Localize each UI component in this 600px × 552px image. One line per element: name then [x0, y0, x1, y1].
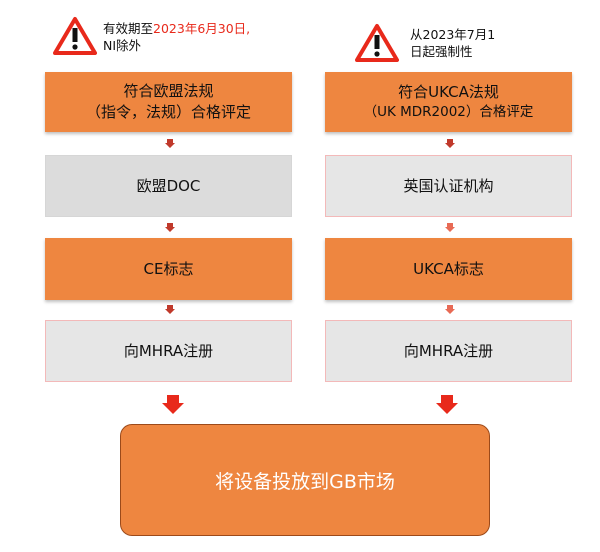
mhra-registration-label-right: 向MHRA注册 [403, 341, 494, 360]
validity-note-left-date: 2023年6月30日, [153, 21, 251, 36]
uk-notified-body-box: 英国认证机构 [325, 155, 572, 217]
arrow-down-icon [162, 395, 184, 414]
mandatory-note-right: 从2023年7月1 日起强制性 [410, 26, 495, 60]
eu-doc-label: 欧盟DOC [136, 176, 201, 195]
mandatory-note-right-line2: 日起强制性 [410, 44, 473, 59]
eu-doc-box: 欧盟DOC [45, 155, 292, 217]
gb-market-placement-label: 将设备投放到GB市场 [215, 470, 395, 493]
warning-triangle-icon [53, 17, 97, 55]
ukca-mark-box: UKCA标志 [325, 238, 572, 300]
ukca-conformity-line2: （UK MDR2002）合格评定 [363, 104, 534, 120]
ce-mark-label: CE标志 [143, 259, 194, 278]
eu-conformity-assessment-box: 符合欧盟法规 （指令，法规）合格评定 [45, 72, 292, 132]
arrow-down-icon [165, 223, 175, 232]
uk-notified-body-label: 英国认证机构 [403, 176, 494, 195]
arrow-down-icon [445, 223, 455, 232]
mandatory-note-right-line1: 从2023年7月1 [410, 27, 496, 42]
ukca-conformity-line1: 符合UKCA法规 [398, 83, 499, 101]
ukca-mark-label: UKCA标志 [413, 259, 484, 278]
ukca-conformity-assessment-box: 符合UKCA法规 （UK MDR2002）合格评定 [325, 72, 572, 132]
arrow-down-icon [165, 305, 175, 314]
arrow-down-icon [436, 395, 458, 414]
arrow-down-icon [445, 139, 455, 148]
mhra-registration-label-left: 向MHRA注册 [123, 341, 214, 360]
validity-note-left-line2: NI除外 [103, 38, 142, 53]
warning-triangle-icon [355, 24, 399, 62]
arrow-down-icon [445, 305, 455, 314]
validity-note-left: 有效期至2023年6月30日, NI除外 [103, 20, 250, 54]
arrow-down-icon [165, 139, 175, 148]
eu-conformity-line1: 符合欧盟法规 [123, 82, 214, 100]
eu-conformity-line2: （指令，法规）合格评定 [85, 103, 251, 121]
validity-note-left-prefix: 有效期至 [103, 21, 154, 36]
mhra-registration-box-left: 向MHRA注册 [45, 320, 292, 382]
mhra-registration-box-right: 向MHRA注册 [325, 320, 572, 382]
ce-mark-box: CE标志 [45, 238, 292, 300]
gb-market-placement-box: 将设备投放到GB市场 [120, 424, 490, 536]
